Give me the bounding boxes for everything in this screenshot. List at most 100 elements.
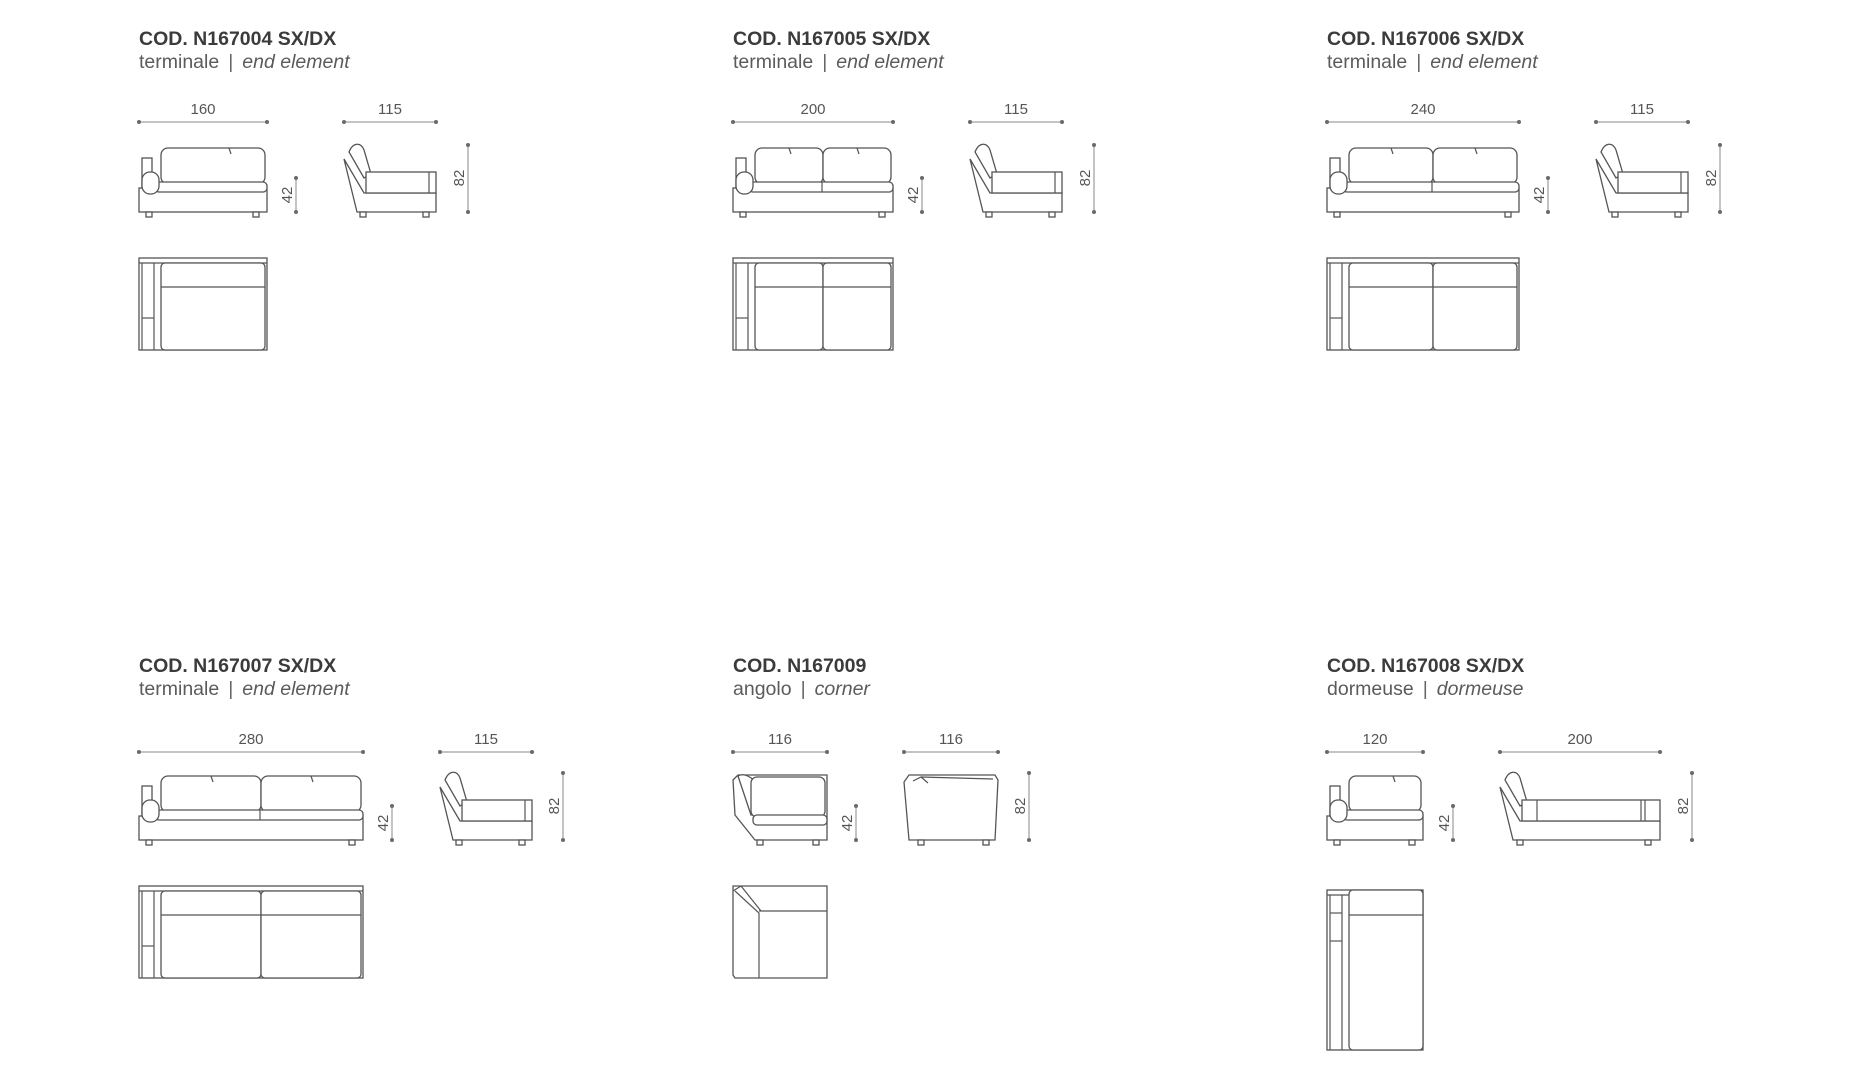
depth-label: 115 [1630,101,1654,118]
seat-height-dimension: 42 [1436,804,1455,842]
top-view [1326,889,1424,1051]
product-name: terminale | end element [733,51,944,74]
side-view [439,771,533,846]
depth-label: 200 [1567,731,1592,748]
width-label: 280 [238,731,263,748]
height-dimension: 82 [1675,771,1694,842]
width-dimension: 120 [1325,731,1425,754]
name-it: terminale [733,51,814,73]
front-view [732,147,894,218]
seat-height-label: 42 [839,815,856,832]
side-view [1595,143,1689,218]
name-separator: | [822,51,828,73]
top-view [1326,257,1520,351]
name-en: end element [242,678,350,700]
name-separator: | [228,51,234,73]
seat-height-dimension: 42 [839,804,858,842]
name-separator: | [228,678,234,700]
technical-drawings: 120 42 200 82 [1325,731,1694,1051]
depth-label: 116 [939,731,963,748]
width-label: 240 [1410,101,1435,118]
depth-dimension: 115 [968,101,1064,124]
seat-height-label: 42 [1531,187,1548,204]
depth-dimension: 115 [438,731,534,754]
name-separator: | [1422,678,1428,700]
seat-height-dimension: 42 [905,176,924,214]
technical-drawings: 280 42 115 82 [137,731,565,979]
top-view [732,257,894,351]
depth-label: 115 [378,101,402,118]
height-label: 82 [546,798,563,815]
side-view [903,774,999,846]
product-code: COD. N167004 SX/DX [139,28,337,50]
width-dimension: 160 [137,101,269,124]
name-en: end element [242,51,350,73]
front-view [732,774,828,846]
front-view [138,775,364,846]
depth-dimension: 200 [1498,731,1662,754]
height-label: 82 [1675,798,1692,815]
top-view [138,885,364,979]
front-view [1326,775,1424,846]
product-n167009: COD. N167009 angolo | corner 116 42 116 [731,655,1253,1075]
seat-height-label: 42 [1436,815,1453,832]
name-en: dormeuse [1436,678,1524,700]
product-code: COD. N167005 SX/DX [733,28,931,50]
product-name: terminale | end element [1327,51,1538,74]
depth-dimension: 116 [902,731,1000,754]
height-dimension: 82 [1703,143,1722,214]
name-separator: | [800,678,806,700]
seat-height-dimension: 42 [375,804,394,842]
seat-height-dimension: 42 [279,176,298,214]
side-view [343,143,437,218]
technical-drawings: 200 42 115 82 [731,101,1096,351]
front-view [1326,147,1520,218]
side-view [1499,771,1661,846]
product-n167005: COD. N167005 SX/DX terminale | end element… [731,28,1253,448]
height-label: 82 [1703,170,1720,187]
seat-height-label: 42 [279,187,296,204]
height-dimension: 82 [1012,771,1031,842]
product-n167006: COD. N167006 SX/DX terminale | end element… [1325,28,1847,448]
product-name: dormeuse | dormeuse [1327,678,1524,701]
product-code: COD. N167009 [733,655,867,677]
depth-label: 115 [474,731,498,748]
product-code: COD. N167007 SX/DX [139,655,337,677]
name-en: corner [814,678,870,700]
name-it: angolo [733,678,792,700]
front-view [138,147,268,218]
height-label: 82 [451,170,468,187]
height-dimension: 82 [1077,143,1096,214]
height-dimension: 82 [546,771,565,842]
product-n167008: COD. N167008 SX/DX dormeuse | dormeuse 120… [1325,655,1847,1075]
product-name: terminale | end element [139,678,350,701]
product-name: terminale | end element [139,51,350,74]
seat-height-label: 42 [905,187,922,204]
depth-label: 115 [1004,101,1028,118]
product-code: COD. N167008 SX/DX [1327,655,1525,677]
product-n167007: COD. N167007 SX/DX terminale | end element… [137,655,659,1075]
product-n167004: COD. N167004 SX/DX terminale | end element… [137,28,659,448]
name-en: end element [836,51,944,73]
width-label: 120 [1362,731,1387,748]
seat-height-dimension: 42 [1531,176,1550,214]
technical-drawings: 116 42 116 82 [731,731,1031,979]
depth-dimension: 115 [1594,101,1690,124]
name-it: terminale [139,678,220,700]
technical-drawings: 240 42 115 82 [1325,101,1722,351]
width-dimension: 240 [1325,101,1521,124]
top-view [732,885,828,979]
width-label: 160 [190,101,215,118]
product-code: COD. N167006 SX/DX [1327,28,1525,50]
name-it: terminale [1327,51,1408,73]
depth-dimension: 115 [342,101,438,124]
top-view [138,257,268,351]
seat-height-label: 42 [375,815,392,832]
name-separator: | [1416,51,1422,73]
name-it: terminale [139,51,220,73]
name-it: dormeuse [1327,678,1414,700]
width-label: 116 [768,731,792,748]
name-en: end element [1430,51,1538,73]
width-dimension: 280 [137,731,365,754]
width-dimension: 116 [731,731,829,754]
